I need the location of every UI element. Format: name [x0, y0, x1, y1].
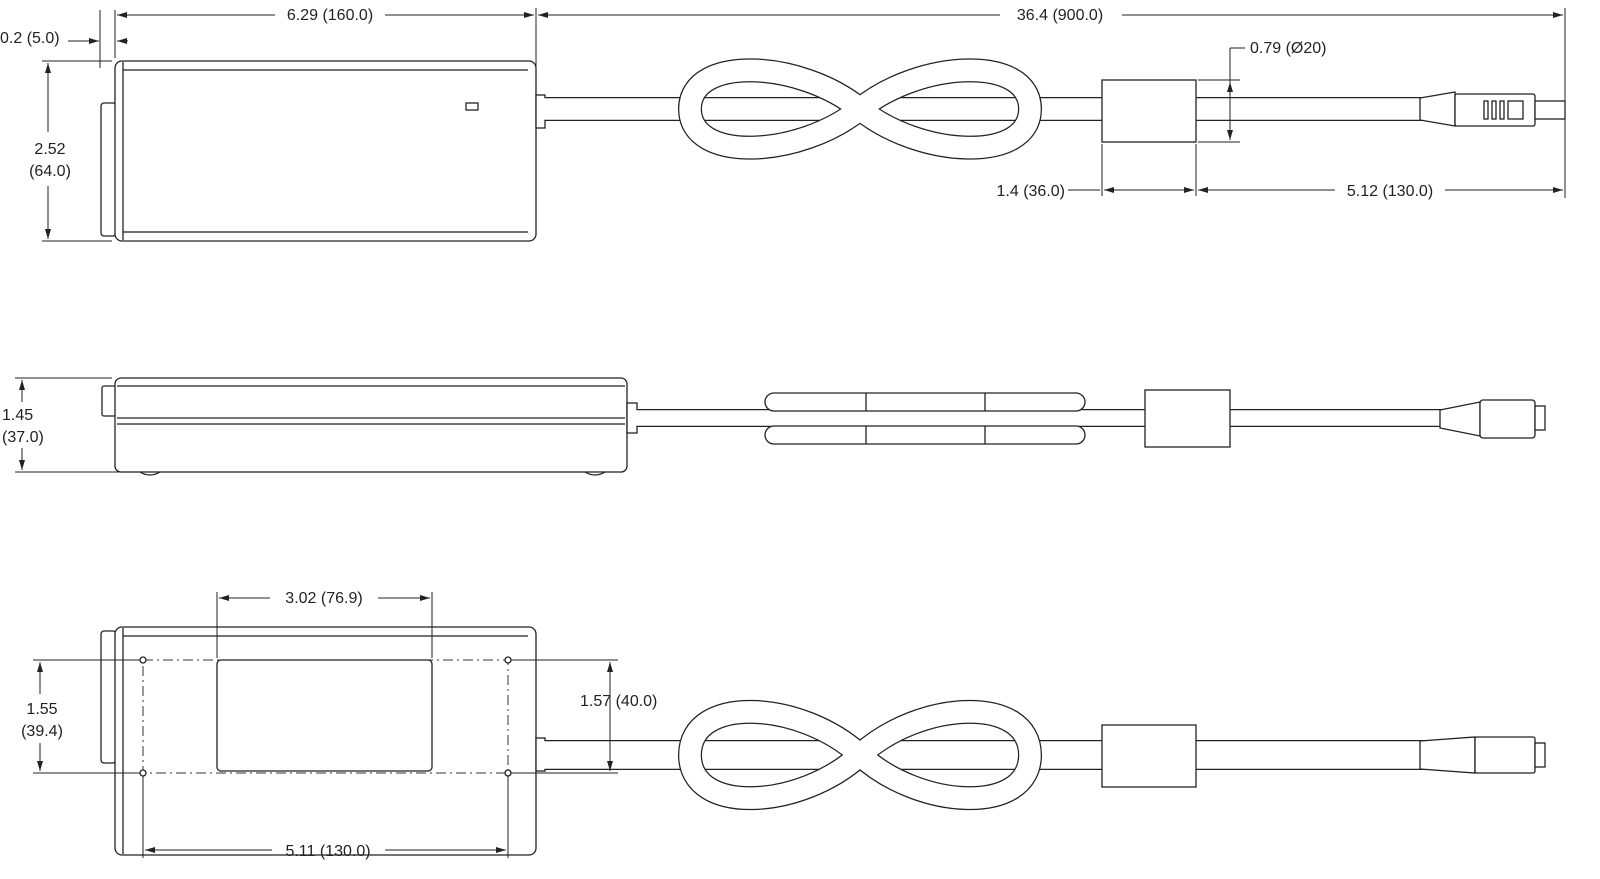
- dc-connector: [1439, 399, 1546, 439]
- dim-hole-length: 5.11 (130.0): [285, 843, 370, 860]
- strain-relief: [626, 402, 638, 434]
- strain-relief: [535, 737, 546, 772]
- clip-tab: [101, 385, 117, 417]
- adapter-body: [114, 377, 628, 473]
- dim-body-length: 6.29 (160.0): [287, 7, 373, 24]
- dim-clip-offset: 0.2 (5.0): [0, 30, 60, 47]
- top-view: 6.29 (160.0) 36.4 (900.0) 0.2 (5.0) 2.52…: [0, 7, 1566, 242]
- dc-connector: [1419, 736, 1546, 774]
- cable: [544, 699, 1461, 811]
- clip-tab: [100, 630, 117, 764]
- dim-height-mm: (37.0): [2, 429, 44, 446]
- led-indicator: [465, 102, 479, 111]
- dim-hole-spacing-mm: (39.4): [21, 723, 63, 740]
- dim-ferrite-to-end: 5.12 (130.0): [1347, 183, 1433, 200]
- cable: [544, 58, 1426, 160]
- adapter-body: [114, 60, 537, 242]
- dim-total-length: 36.4 (900.0): [1017, 7, 1103, 24]
- dim-ferrite-diameter: 0.79 (Ø20): [1250, 40, 1326, 57]
- dc-connector: [1419, 91, 1566, 127]
- dim-label-width: 3.02 (76.9): [285, 590, 362, 607]
- cable: [636, 392, 1446, 445]
- clip-tab: [100, 102, 117, 237]
- dim-hole-span-right: 1.57 (40.0): [580, 693, 657, 710]
- dim-body-width-mm: (64.0): [29, 163, 71, 180]
- bottom-view: 3.02 (76.9) 1.55 (39.4) 1.57 (40.0) 5.11…: [21, 590, 1546, 860]
- dim-ferrite-length: 1.4 (36.0): [997, 183, 1065, 200]
- adapter-body: [114, 626, 537, 856]
- dim-height-in: 1.45: [2, 407, 33, 424]
- ferrite-core: [1144, 389, 1231, 448]
- dim-hole-spacing-in: 1.55: [26, 701, 57, 718]
- strain-relief: [535, 94, 546, 129]
- dim-body-width-in: 2.52: [34, 141, 65, 158]
- ferrite-core: [1101, 724, 1197, 788]
- ferrite-core: [1101, 79, 1197, 143]
- side-view: 1.45 (37.0): [2, 377, 1546, 476]
- label-area: [216, 659, 433, 772]
